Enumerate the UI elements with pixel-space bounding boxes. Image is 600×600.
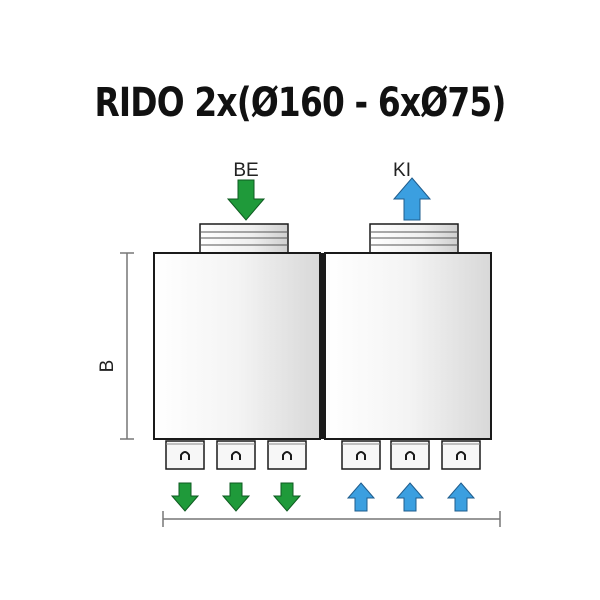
port-symbol-icon [231, 451, 241, 460]
outlet-arrow-up-icon [392, 177, 432, 221]
outlet-box [324, 252, 492, 440]
inlet-collar [199, 223, 289, 255]
return-arrow-up-icon [446, 482, 476, 512]
page-title: RIDO 2x(Ø160 - 6xØ75) [94, 80, 506, 126]
height-label: B [97, 360, 118, 373]
outlet-label: KI [393, 160, 411, 181]
port-symbol-icon [405, 451, 415, 460]
pipe-port [441, 440, 481, 470]
inlet-label: BE [233, 160, 258, 181]
inlet-box [153, 252, 321, 440]
outflow-arrow-down-icon [221, 482, 251, 512]
return-arrow-up-icon [346, 482, 376, 512]
width-dimension [162, 511, 501, 527]
inlet-arrow-down-icon [226, 179, 266, 221]
height-dimension [120, 252, 134, 440]
port-symbol-icon [180, 451, 190, 460]
outflow-arrow-down-icon [272, 482, 302, 512]
pipe-port [267, 440, 307, 470]
pipe-port [216, 440, 256, 470]
pipe-port [390, 440, 430, 470]
port-symbol-icon [356, 451, 366, 460]
port-symbol-icon [282, 451, 292, 460]
pipe-port [341, 440, 381, 470]
outlet-collar [369, 223, 459, 255]
box-divider [319, 253, 326, 439]
outflow-arrow-down-icon [170, 482, 200, 512]
return-arrow-up-icon [395, 482, 425, 512]
pipe-port [165, 440, 205, 470]
port-symbol-icon [456, 451, 466, 460]
